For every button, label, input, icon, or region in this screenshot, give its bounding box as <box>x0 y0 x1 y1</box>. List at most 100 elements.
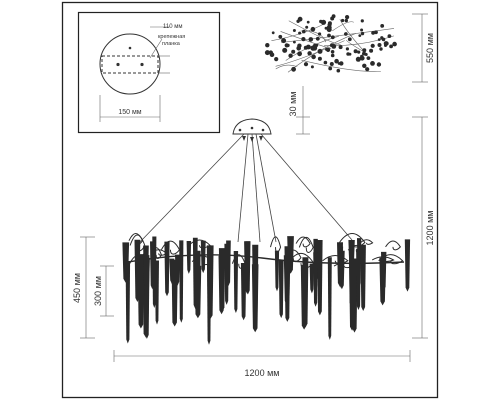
top-view-crystal <box>269 50 273 54</box>
top-view-crystal <box>328 66 333 71</box>
top-view-crystal <box>296 46 302 51</box>
crystal-drop <box>164 241 170 297</box>
top-view-crystal <box>330 43 334 47</box>
top-view-crystal <box>377 43 382 47</box>
top-view-crystal <box>370 61 375 66</box>
top-view-crystal <box>318 32 322 36</box>
top-view-crystal <box>389 44 393 49</box>
top-view-crystal <box>288 53 293 58</box>
top-view-crystal <box>336 68 341 73</box>
top-view-dimension: 550 мм <box>412 13 435 83</box>
top-view-crystal <box>360 54 364 58</box>
top-view-crystal <box>298 31 302 35</box>
dim-1200-height-label: 1200 мм <box>425 211 435 246</box>
top-view-branch <box>339 19 367 54</box>
chandelier-side-view <box>122 118 411 345</box>
top-view-crystal <box>265 43 270 48</box>
crystal-drop <box>125 261 131 344</box>
top-view-branch <box>271 22 326 41</box>
crystal-drop <box>274 250 280 292</box>
top-view-crystal <box>284 43 289 48</box>
crystal-drop <box>169 258 175 285</box>
top-view-crystal <box>374 30 378 35</box>
top-view-crystal <box>292 29 296 32</box>
top-view-crystal <box>317 56 322 61</box>
crystal-drop <box>379 257 386 306</box>
mounting-bar-label-line2: планка <box>162 41 181 47</box>
dim-550-label: 550 мм <box>425 33 435 63</box>
dim-150-label: 150 мм <box>118 109 141 116</box>
top-view-crystal <box>357 50 361 54</box>
crystal-drop <box>194 265 202 319</box>
top-view-crystal <box>282 47 288 53</box>
crystal-drop <box>356 248 361 310</box>
top-view-crystal <box>380 24 385 28</box>
top-view-crystal <box>307 51 312 56</box>
top-view-crystal <box>308 37 314 42</box>
crystal-drop <box>152 236 157 308</box>
top-view-crystal <box>269 52 275 57</box>
ceiling-canopy <box>232 118 272 135</box>
top-view-branch <box>332 21 354 32</box>
label-leader <box>149 38 163 59</box>
drawing-border <box>61 1 439 399</box>
top-view-crystal <box>338 45 343 50</box>
wire-clips <box>242 136 263 142</box>
top-view-crystal <box>344 18 348 23</box>
top-view-crystal <box>371 31 375 35</box>
crystal-drop <box>313 252 318 291</box>
width-dimension: 1200 мм <box>113 350 411 378</box>
crystal-drop <box>317 240 323 316</box>
crystal-drop <box>134 239 141 302</box>
crystal-drop <box>404 239 411 292</box>
frame-scroll <box>160 240 181 255</box>
crystal-drop <box>224 243 229 305</box>
detail-box <box>77 11 221 134</box>
top-view-crystal <box>347 37 352 42</box>
crystal-drop <box>122 242 130 283</box>
top-view-crystal <box>366 56 371 60</box>
top-view-crystal <box>274 57 279 62</box>
crystal-drop <box>360 244 366 311</box>
top-view-crystal <box>345 15 350 20</box>
dim-450-label: 450 мм <box>72 273 82 303</box>
crystal-drop <box>339 250 345 290</box>
frame-scroll <box>298 236 314 253</box>
crystal-drop <box>327 257 332 340</box>
top-view-crystal <box>369 48 374 53</box>
top-view-crystal <box>303 45 308 50</box>
top-view-crystal <box>323 60 328 65</box>
top-view-crystal <box>310 65 314 69</box>
crystal-drop <box>186 241 192 274</box>
crystal-drop <box>206 245 214 320</box>
top-view-crystal <box>311 54 316 60</box>
top-view-crystal <box>331 14 336 19</box>
wire-hole <box>128 46 132 50</box>
chandelier-top-view <box>264 14 397 73</box>
top-view-crystal <box>364 53 368 56</box>
mounting-plate-detail: 110 мм крепежная планка 150 мм <box>77 11 221 134</box>
top-view-crystal <box>355 56 361 62</box>
top-view-crystal <box>346 52 350 56</box>
top-view-crystal <box>327 33 331 38</box>
top-view-branch <box>281 28 395 43</box>
top-view-crystal <box>341 18 345 23</box>
top-view-branch <box>301 59 381 72</box>
crystal-drop <box>278 260 284 319</box>
top-view-crystal <box>392 41 397 47</box>
top-view-crystal <box>324 26 328 30</box>
frame-scroll <box>295 236 311 248</box>
top-view-crystal <box>297 51 302 57</box>
top-view-crystal <box>330 35 335 40</box>
crystal-pendants <box>122 236 411 345</box>
top-view-crystal <box>362 63 367 68</box>
top-view-crystal <box>281 38 287 44</box>
top-view-crystal <box>278 34 283 39</box>
screw-hole-right <box>140 62 144 67</box>
screw-hole-left <box>116 62 120 67</box>
crystal-drop <box>200 240 206 274</box>
top-view-crystal <box>337 62 341 65</box>
top-view-crystal <box>293 40 296 44</box>
top-view-crystal <box>330 50 335 54</box>
top-view-crystal <box>271 31 275 35</box>
